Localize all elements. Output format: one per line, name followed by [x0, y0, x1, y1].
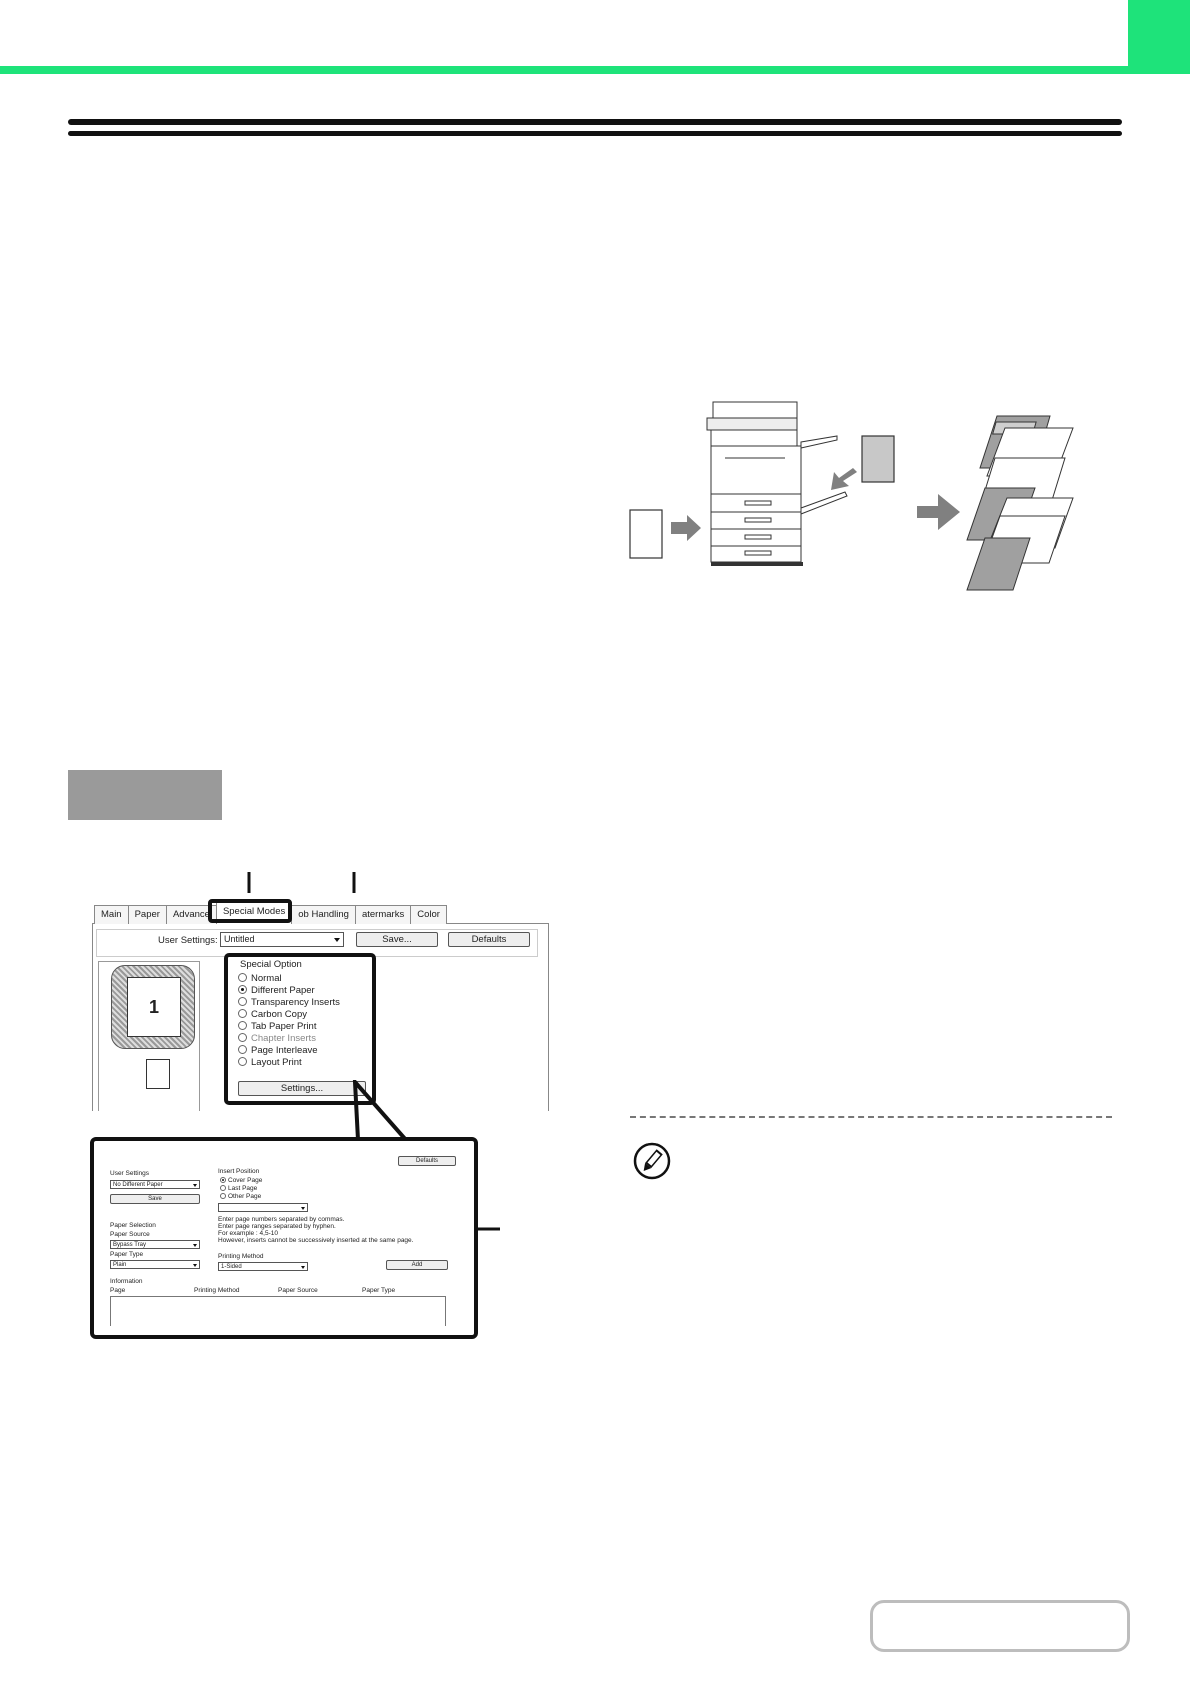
- radio-selected-icon: [238, 985, 247, 994]
- paper-type-label: Paper Type: [110, 1251, 144, 1258]
- save-button[interactable]: Save...: [356, 932, 438, 947]
- different-paper-settings-screenshot: Defaults User Settings No Different Pape…: [104, 1148, 462, 1326]
- note-divider: [630, 1116, 1112, 1118]
- radio-selected-icon: [220, 1177, 226, 1183]
- radio-icon: [238, 1033, 247, 1042]
- callout-pointer: [352, 1080, 408, 1140]
- option-different-paper[interactable]: Different Paper: [238, 985, 315, 997]
- paper-source-select[interactable]: Bypass Tray: [110, 1240, 200, 1249]
- step-marker: [68, 770, 222, 820]
- special-option-frame: [224, 953, 376, 1105]
- tab-strip: Main Paper Advance Special Modes ob Hand…: [94, 902, 447, 924]
- settings-button[interactable]: Settings...: [238, 1081, 366, 1096]
- tab-job-handling[interactable]: ob Handling: [291, 905, 356, 924]
- detail-user-settings-label: User Settings: [110, 1170, 150, 1177]
- paper-source-label: Paper Source: [110, 1231, 150, 1238]
- hint-line-1: Enter page numbers separated by commas.: [218, 1216, 345, 1223]
- tab-highlight-frame: [208, 899, 292, 923]
- user-settings-label: User Settings:: [158, 935, 218, 946]
- detail-save-button[interactable]: Save: [110, 1194, 200, 1204]
- column-paper-source: Paper Source: [278, 1287, 318, 1294]
- detail-user-settings-select[interactable]: No Different Paper: [110, 1180, 200, 1189]
- radio-icon: [220, 1193, 226, 1199]
- pencil-note-icon: [633, 1142, 671, 1180]
- option-tab-paper-print[interactable]: Tab Paper Print: [238, 1021, 316, 1033]
- insert-sheet-icon: [861, 435, 895, 483]
- detail-callout-line: [476, 1227, 500, 1231]
- column-printing-method: Printing Method: [194, 1287, 240, 1294]
- hint-line-3: For example : 4,5-10: [218, 1230, 278, 1237]
- arrow-insert-icon: [831, 468, 857, 490]
- insert-other-page[interactable]: Other Page: [220, 1193, 261, 1200]
- printing-method-label: Printing Method: [218, 1253, 264, 1260]
- option-normal[interactable]: Normal: [238, 973, 282, 985]
- add-button[interactable]: Add: [386, 1260, 448, 1270]
- arrow-right-icon: [671, 515, 701, 541]
- preview-page-number: 1: [127, 977, 181, 1037]
- tab-watermarks[interactable]: atermarks: [354, 905, 412, 924]
- title-rule: [68, 119, 1122, 125]
- option-carbon-copy[interactable]: Carbon Copy: [238, 1009, 307, 1021]
- title-rule-lower: [68, 131, 1122, 136]
- information-label: Information: [110, 1278, 143, 1285]
- document-icon: [146, 1059, 170, 1089]
- option-chapter-inserts: Chapter Inserts: [238, 1033, 316, 1045]
- output-stack-icon: [966, 415, 1074, 591]
- user-settings-select[interactable]: Untitled: [220, 932, 344, 947]
- paper-selection-label: Paper Selection: [110, 1222, 156, 1229]
- option-layout-print[interactable]: Layout Print: [238, 1057, 302, 1069]
- radio-icon: [238, 1057, 247, 1066]
- column-paper-type: Paper Type: [362, 1287, 396, 1294]
- tab-paper[interactable]: Paper: [127, 905, 167, 924]
- hint-line-2: Enter page ranges separated by hyphen.: [218, 1223, 336, 1230]
- header-accent-bar: [0, 66, 1190, 74]
- print-preview: [98, 961, 200, 1111]
- insert-cover-page[interactable]: Cover Page: [220, 1177, 262, 1184]
- defaults-button[interactable]: Defaults: [448, 932, 530, 947]
- radio-icon: [238, 973, 247, 982]
- contents-button[interactable]: [870, 1600, 1130, 1652]
- chapter-tab[interactable]: [1128, 0, 1190, 74]
- arrow-output-icon: [917, 494, 960, 530]
- chevron-down-icon: [334, 938, 340, 942]
- driver-dialog-screenshot: Main Paper Advance Special Modes ob Hand…: [84, 893, 549, 1111]
- other-page-input[interactable]: [218, 1203, 308, 1212]
- special-option-title: Special Option: [240, 959, 302, 970]
- radio-icon: [238, 1045, 247, 1054]
- insert-position-label: Insert Position: [218, 1168, 260, 1175]
- printing-method-select[interactable]: 1-Sided: [218, 1262, 308, 1271]
- radio-icon: [238, 1021, 247, 1030]
- tab-color[interactable]: Color: [410, 905, 447, 924]
- copier-icon: [706, 401, 848, 566]
- detail-defaults-button[interactable]: Defaults: [398, 1156, 456, 1166]
- paper-type-select[interactable]: Plain: [110, 1260, 200, 1269]
- radio-icon: [220, 1185, 226, 1191]
- radio-icon: [238, 1009, 247, 1018]
- column-page: Page: [110, 1287, 126, 1294]
- tab-main[interactable]: Main: [94, 905, 129, 924]
- option-page-interleave[interactable]: Page Interleave: [238, 1045, 318, 1057]
- information-list[interactable]: [110, 1296, 446, 1326]
- hint-line-4: However, inserts cannot be successively …: [218, 1237, 414, 1244]
- different-paper-illustration: [629, 401, 1074, 591]
- insert-last-page[interactable]: Last Page: [220, 1185, 257, 1192]
- option-transparency-inserts[interactable]: Transparency Inserts: [238, 997, 340, 1009]
- radio-icon: [238, 997, 247, 1006]
- original-sheet-icon: [629, 509, 663, 559]
